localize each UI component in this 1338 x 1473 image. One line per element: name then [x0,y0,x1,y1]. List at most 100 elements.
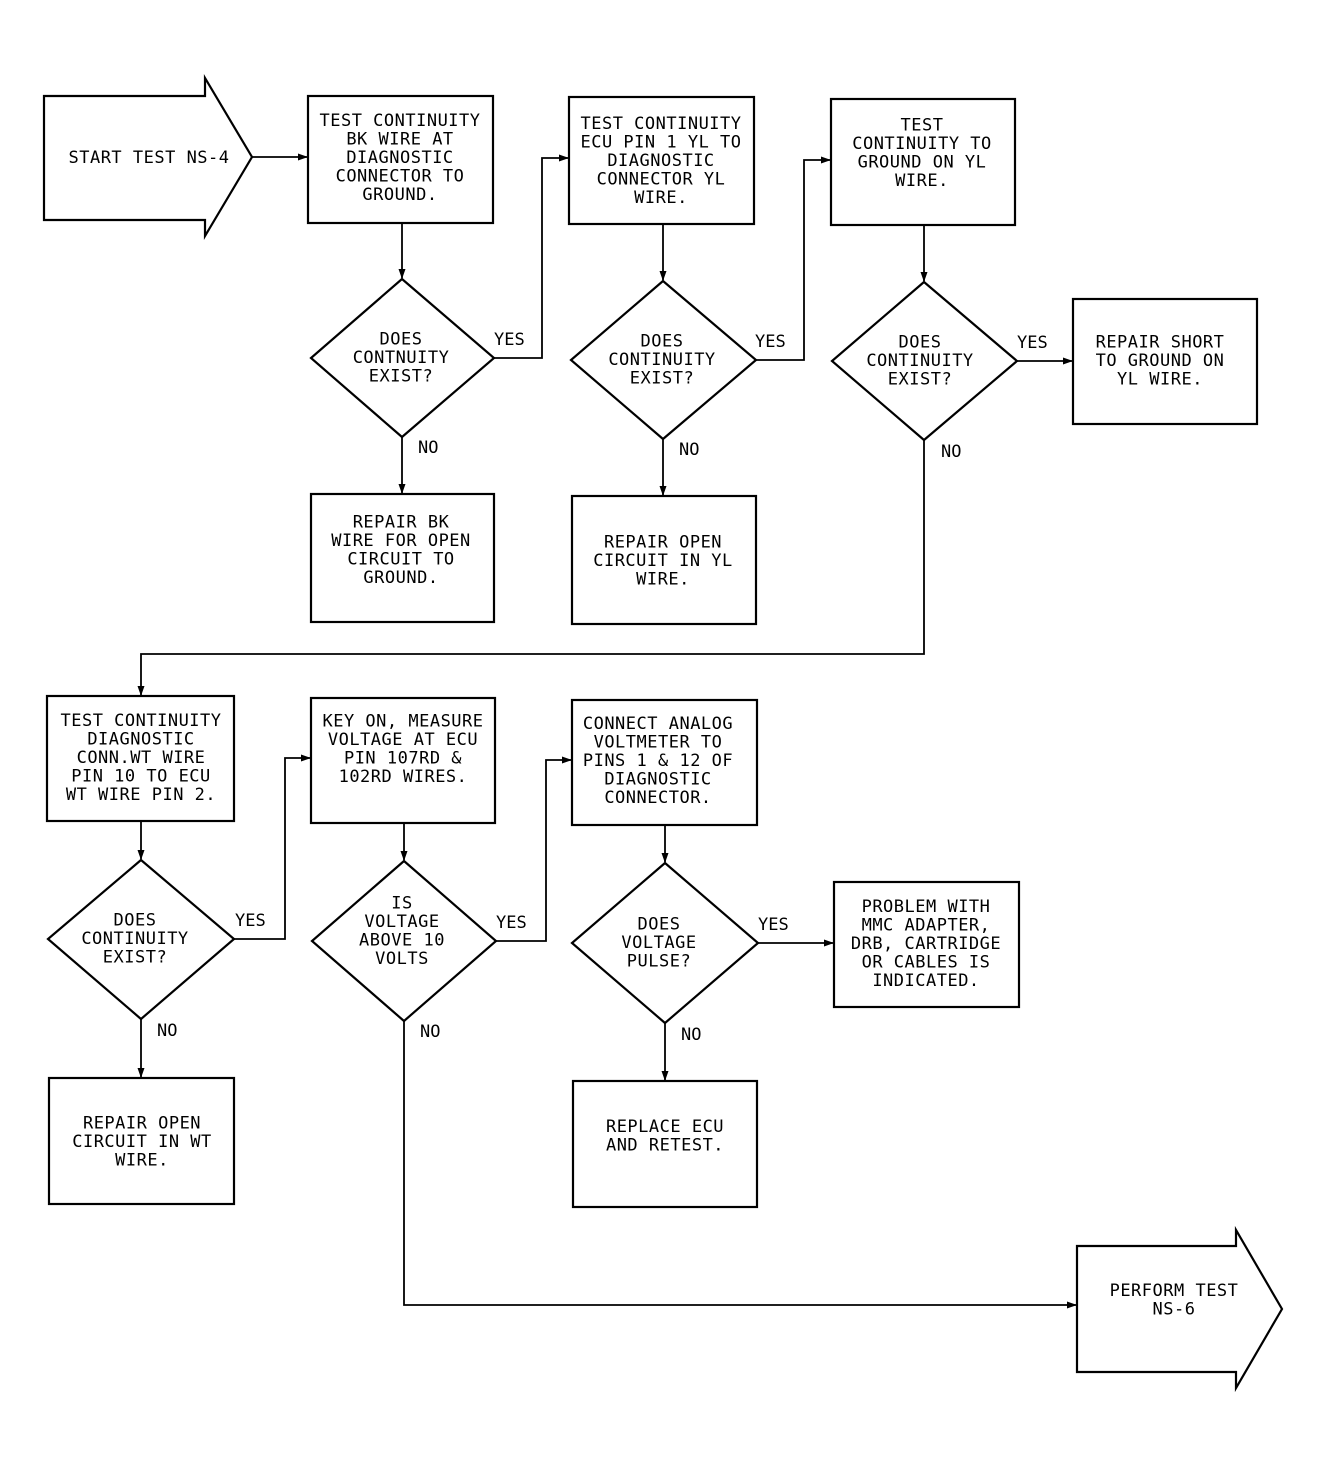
text-line: KEY ON, MEASURE [322,711,483,731]
text-line: ABOVE 10 [359,930,445,950]
text-line: START TEST NS-4 [68,148,229,168]
box-connect-voltmeter [570,698,759,827]
text-line: DIAGNOSTIC [87,730,194,750]
box-test-bk-wire [306,94,495,225]
box-repair-short-yl [1071,297,1259,426]
text-line: CONTINUITY [608,350,715,370]
text-line: TO GROUND ON [1096,351,1225,371]
text-line: MMC ADAPTER, [862,916,991,936]
text-line: EXIST? [103,948,167,968]
label-d4-no: NO [157,1021,177,1041]
label-d6-yes: YES [758,915,789,935]
text-line: DOES [638,915,681,935]
text-line: REPLACE ECU [606,1117,724,1137]
box-test-ground-yl [829,97,1017,227]
text-line: EXIST? [630,369,694,389]
text-line: CONN.WT WIRE [77,748,206,768]
text-line: GROUND. [362,185,437,205]
text-line: WIRE. [634,188,688,208]
text-line: PROBLEM WITH [862,897,991,917]
connector-d4-yes [234,754,311,940]
connector-d3-no [137,440,925,696]
text-line: PERFORM TEST [1110,1281,1239,1301]
label-d3-yes: YES [1017,333,1048,353]
text-line: VOLTAGE [364,912,439,932]
text-line: REPAIR OPEN [83,1114,201,1134]
text-line: NS-6 [1153,1299,1196,1319]
text-line: GROUND ON YL [858,152,987,172]
text-line: BK WIRE AT [346,130,453,150]
text-line: TEST CONTINUITY [60,711,221,731]
label-d2-no: NO [679,440,699,460]
text-line: CONNECT ANALOG [583,714,733,734]
end-arrow-shape [1075,1225,1284,1393]
text-line: REPAIR SHORT [1096,333,1225,353]
text-line: DIAGNOSTIC [604,770,711,790]
text-line: DIAGNOSTIC [607,151,714,171]
text-line: CONNECTOR TO [336,167,465,187]
text-line: WIRE. [115,1151,169,1171]
text-line: GROUND. [363,568,438,588]
text-line: 102RD WIRES. [339,767,468,787]
box-test-ecu-pin1 [567,95,756,226]
connector-d1-yes [494,154,569,359]
text-line: CONTNUITY [353,348,450,368]
text-line: CONTINUITY [866,351,973,371]
text-line: YL WIRE. [1117,370,1203,390]
text-line: CONNECTOR YL [597,170,726,190]
start-arrow-shape [42,73,254,241]
text-line: WIRE. [636,570,690,590]
label-d2-yes: YES [755,332,786,352]
text-line: EXIST? [888,370,952,390]
label-d3-no: NO [941,442,961,462]
label-d1-no: NO [418,438,438,458]
text-line: DOES [641,332,684,352]
label-d5-yes: YES [496,913,527,933]
text-line: DRB, CARTRIDGE [851,934,1001,954]
text-line: DIAGNOSTIC [346,148,453,168]
box-measure-voltage [309,696,497,825]
text-line: TEST [901,115,944,135]
text-line: PIN 107RD & [344,748,462,768]
label-d1-yes: YES [494,330,525,350]
text-line: ECU PIN 1 YL TO [580,133,741,153]
text-line: VOLTAGE AT ECU [328,730,478,750]
text-line: TEST CONTINUITY [319,111,480,131]
text-line: CONTINUITY TO [852,134,992,154]
text-line: DOES [380,330,423,350]
text-line: DOES [114,911,157,931]
box-replace-ecu [571,1079,759,1209]
text-line: CIRCUIT IN YL [593,551,733,571]
text-line: PINS 1 & 12 OF [583,751,733,771]
box-repair-open-wt [47,1076,236,1206]
text-line: WT WIRE PIN 2. [66,785,216,805]
text-line: CIRCUIT TO [347,549,454,569]
connector-d5-yes [496,756,572,942]
text-line: WIRE FOR OPEN [331,531,471,551]
text-start-test: START TEST NS-4 [68,148,229,168]
text-line: AND RETEST. [606,1135,724,1155]
text-line: OR CABLES IS [862,953,991,973]
text-line: INDICATED. [872,971,979,991]
box-problem-mmc [832,880,1021,1009]
text-line: REPAIR BK [353,512,450,532]
text-line: CIRCUIT IN WT [72,1132,212,1152]
text-line: EXIST? [369,367,433,387]
text-line: IS [391,893,412,913]
